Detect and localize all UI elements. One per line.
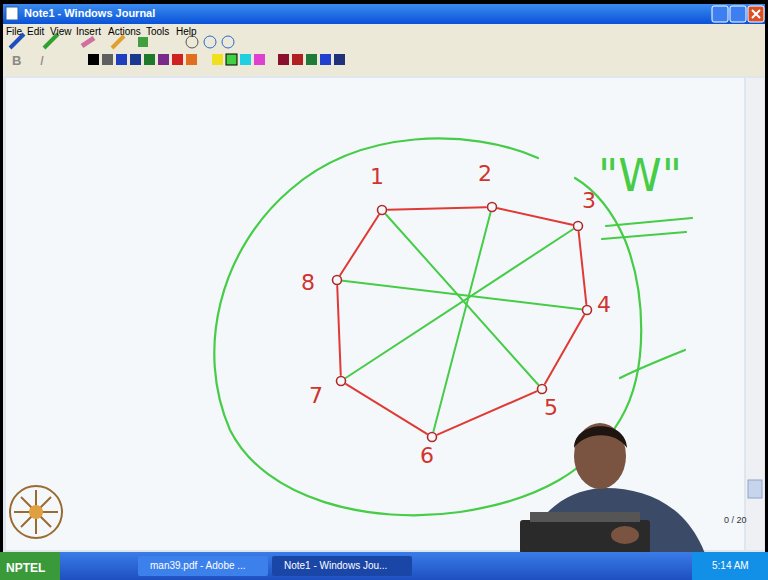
- close-cross: [752, 10, 760, 18]
- color-swatch: [278, 54, 289, 65]
- color-swatch: [306, 54, 317, 65]
- vertex-label: 2: [478, 163, 492, 185]
- menu-item: Edit: [27, 26, 44, 37]
- underline: [602, 218, 692, 239]
- vertex-circle: [581, 304, 593, 316]
- scrollbar: [746, 78, 764, 550]
- cycle-edge: [340, 215, 379, 275]
- graph-vertex: 2: [486, 201, 498, 213]
- menu-item: Actions: [108, 26, 141, 37]
- window-title: Note1 - Windows Journal: [24, 7, 155, 19]
- vertex-label: 5: [544, 397, 558, 419]
- color-swatch: [292, 54, 303, 65]
- graph-vertex: 6: [426, 431, 438, 443]
- nptel-logo: [10, 486, 62, 538]
- vertex-circle: [536, 383, 548, 395]
- tray: [692, 552, 768, 580]
- graph-vertex: 7: [335, 375, 347, 387]
- toolbar-area: [3, 24, 765, 76]
- color-swatch: [158, 54, 169, 65]
- chord-edge: [343, 281, 581, 310]
- cycle-edge: [579, 232, 587, 304]
- maximize-button: [730, 6, 746, 22]
- color-swatch: [240, 54, 251, 65]
- vertex-label: 6: [420, 445, 434, 467]
- scroll-thumb: [748, 480, 762, 498]
- vertex-label: 1: [370, 166, 384, 188]
- cycle-edge: [337, 286, 341, 375]
- color-swatch: [102, 54, 113, 65]
- note-page: [6, 78, 744, 550]
- taskbar: [0, 552, 768, 580]
- color-swatch: [226, 54, 237, 65]
- color-swatch: [116, 54, 127, 65]
- menu-item: Help: [176, 26, 197, 37]
- nptel-logo-center: [29, 505, 43, 519]
- vertex-circle: [376, 204, 388, 216]
- vertex-label: 4: [597, 294, 611, 316]
- cycle-edge: [498, 208, 572, 224]
- handwritten-note: "W": [598, 152, 682, 200]
- vertex-label: 8: [301, 272, 315, 294]
- chord-edge: [346, 229, 573, 377]
- graph-vertex: 8: [331, 274, 343, 286]
- format-button: B: [12, 54, 21, 68]
- color-swatch: [334, 54, 345, 65]
- vertex-circle: [335, 375, 347, 387]
- title-bar: [3, 4, 765, 24]
- page-counter: 0 / 20: [724, 516, 747, 526]
- color-palette: [88, 54, 345, 65]
- menu-item: View: [50, 26, 72, 37]
- clock: 5:14 AM: [712, 560, 749, 571]
- color-swatch: [320, 54, 331, 65]
- cycle-edge: [346, 384, 427, 434]
- task-button: [138, 556, 268, 576]
- menu-item: Insert: [76, 26, 101, 37]
- graph-vertex: 1: [376, 204, 388, 216]
- color-swatch: [212, 54, 223, 65]
- cycle-edge: [437, 391, 536, 434]
- cycle-edge: [388, 207, 486, 210]
- color-swatch: [254, 54, 265, 65]
- chord-edge: [386, 214, 538, 384]
- minimize-button: [712, 6, 728, 22]
- color-swatch: [130, 54, 141, 65]
- vertex-label: 3: [582, 190, 596, 212]
- menu-item: Tools: [146, 26, 169, 37]
- app-icon: [6, 7, 18, 20]
- graph-vertex: 3: [572, 220, 584, 232]
- vertex-circle: [426, 431, 438, 443]
- vertex-circle: [572, 220, 584, 232]
- task-label: man39.pdf - Adobe ...: [150, 560, 246, 571]
- vertex-circle: [486, 201, 498, 213]
- graph-vertex: 5: [536, 383, 548, 395]
- vertex-label: 7: [309, 385, 323, 407]
- task-label: Note1 - Windows Jou...: [284, 560, 387, 571]
- start-button: [0, 552, 60, 580]
- close-button: [748, 6, 764, 22]
- page-frame: [3, 76, 765, 552]
- menu-item: File: [6, 26, 22, 37]
- logo-text: NPTEL: [6, 562, 45, 575]
- chord-edge: [434, 213, 491, 431]
- color-swatch: [88, 54, 99, 65]
- graph-vertex: 4: [581, 304, 593, 316]
- nptel-logo-spokes: [14, 490, 58, 534]
- task-button: [272, 556, 412, 576]
- vertex-circle: [331, 274, 343, 286]
- color-swatch: [144, 54, 155, 65]
- enclosing-curve: [214, 138, 685, 515]
- cycle-edge: [545, 315, 584, 384]
- color-swatch: [186, 54, 197, 65]
- color-swatch: [172, 54, 183, 65]
- format-button: I: [40, 54, 44, 68]
